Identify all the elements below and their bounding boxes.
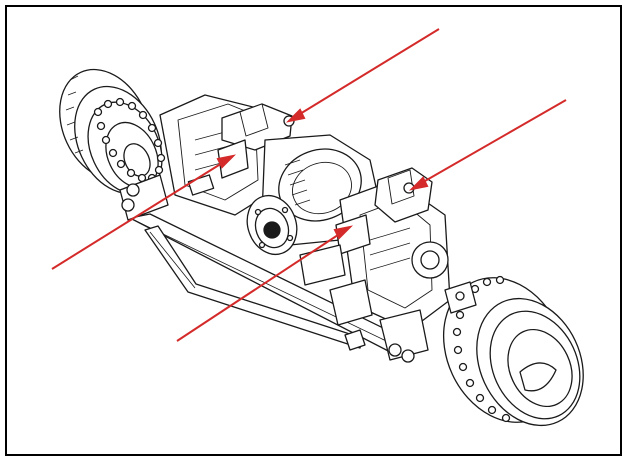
axle-assembly bbox=[59, 68, 584, 427]
left-hub-bolts bbox=[93, 97, 166, 183]
arrow-upper-left-mount bbox=[285, 28, 440, 123]
right-wheel-hub bbox=[442, 275, 584, 427]
upper-left-mount bbox=[217, 103, 295, 179]
arrow-lower-right-mount bbox=[176, 225, 354, 342]
right-hub-bracket bbox=[444, 281, 477, 314]
callout-arrows bbox=[51, 28, 567, 342]
differential-housing bbox=[261, 134, 381, 246]
arrow-upper-right-mount bbox=[408, 99, 567, 191]
arrow-lower-left-mount bbox=[51, 154, 237, 270]
input-flange bbox=[246, 194, 298, 256]
upper-right-mount bbox=[335, 167, 433, 255]
suspension-brackets bbox=[299, 244, 429, 363]
left-wheel-hub bbox=[59, 68, 166, 195]
